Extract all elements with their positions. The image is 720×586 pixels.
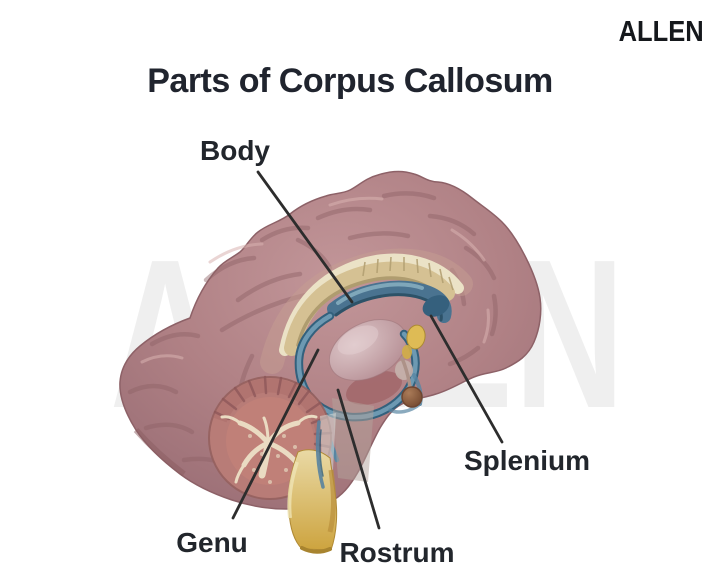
pituitary-ball-shape <box>401 386 423 408</box>
allen-logo: ALLEN <box>618 16 704 48</box>
brainstem-highlight <box>287 461 299 519</box>
corpus-callosum-striations <box>362 256 454 291</box>
splenium-end-shape <box>422 295 450 317</box>
leader-lines <box>231 170 504 530</box>
temporal-edge-shade <box>133 428 186 477</box>
page-title: Parts of Corpus Callosum <box>147 62 553 100</box>
label-genu: Genu <box>176 527 248 558</box>
pineal-body-shape <box>406 324 426 350</box>
cerebrum-highlights <box>140 196 490 364</box>
brainstem-base-cut <box>300 546 332 554</box>
leader-line-rostrum <box>336 388 381 530</box>
brainstem-shade <box>327 469 336 533</box>
pituitary-stalk <box>400 356 412 390</box>
pineal-small-shape <box>402 345 412 359</box>
leader-line-genu <box>231 348 320 520</box>
cerebrum-sulci <box>127 191 498 469</box>
thalamus-highlight <box>337 325 379 355</box>
fourth-ventricle-vessel <box>315 420 325 489</box>
leader-line-body <box>256 170 354 304</box>
label-body: Body <box>200 135 270 166</box>
leader-line-splenium <box>429 314 504 444</box>
arbor-vitae-shape <box>220 414 318 484</box>
label-splenium: Splenium <box>463 445 591 476</box>
label-rostrum: Rostrum <box>339 537 455 568</box>
